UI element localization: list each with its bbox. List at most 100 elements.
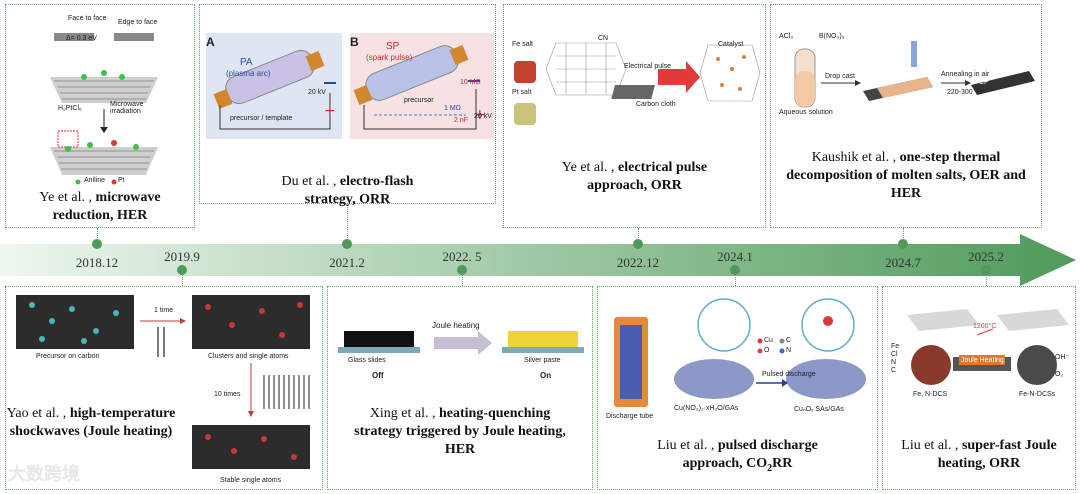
timeline-dot bbox=[898, 239, 908, 249]
timeline-arrow bbox=[0, 234, 1076, 286]
fig-label: 1 MΩ bbox=[444, 105, 461, 112]
fig-label: Stable single atoms bbox=[220, 477, 282, 484]
pulsed-discharge-figure bbox=[614, 298, 866, 407]
fig-label: precursor bbox=[404, 97, 434, 104]
fig-label: SP bbox=[386, 41, 400, 52]
graphene-figure bbox=[50, 33, 158, 185]
fig-label: Fe-N-DCSs bbox=[1019, 391, 1056, 398]
fig-label: Clusters and single atoms bbox=[208, 353, 289, 360]
fig-label: Pt salt bbox=[512, 89, 532, 96]
fig-label: O bbox=[764, 347, 770, 354]
fig-label: Drop cast bbox=[825, 73, 855, 80]
fig-label: B(NO₃)₃ bbox=[819, 33, 845, 40]
fig-label: Edge to face bbox=[118, 19, 158, 26]
fig-label: Joule heating bbox=[432, 321, 480, 330]
timeline-dot bbox=[457, 265, 467, 275]
fig-label: Discharge tube bbox=[606, 413, 654, 420]
fig-label: CuₙOₓ SAs/GAs bbox=[794, 406, 844, 413]
fig-label: 1 time bbox=[154, 307, 174, 314]
date-label: 2022. 5 bbox=[442, 249, 482, 264]
fig-label: CP bbox=[979, 79, 989, 86]
fig-label: Annealing in air bbox=[941, 71, 990, 78]
fig-label: Pulsed discharge bbox=[762, 371, 816, 378]
card-caption: Xing et al. , heating-quenching strategy… bbox=[354, 406, 566, 457]
fig-label: (plasma arc) bbox=[226, 69, 271, 78]
timeline-dot bbox=[981, 265, 991, 275]
date-label: 2019.9 bbox=[164, 249, 200, 264]
panel-label: A bbox=[206, 35, 215, 49]
fig-label: Electrical pulse bbox=[624, 63, 672, 70]
fig-label: CN bbox=[598, 35, 609, 42]
connector-line bbox=[182, 270, 183, 286]
fig-label: Precursor on carbon bbox=[36, 353, 100, 360]
fig-label: Face to face bbox=[68, 15, 107, 22]
watermark-logo: 大数跨境 bbox=[8, 464, 80, 485]
fig-label: OH⁻ bbox=[1055, 354, 1070, 361]
date-label: 2025.2 bbox=[968, 249, 1004, 264]
joule-heating-figure bbox=[338, 331, 584, 355]
fig-label: Pt bbox=[118, 177, 125, 184]
timeline-dot bbox=[342, 239, 352, 249]
fig-label: (spark pulse) bbox=[366, 53, 413, 62]
fig-label: 10 times bbox=[214, 391, 241, 398]
fig-label: On bbox=[540, 371, 552, 380]
card-caption: Kaushik et al. , one-step thermal decomp… bbox=[786, 150, 1026, 201]
fig-label: Δ= 0.3 eV bbox=[66, 35, 97, 42]
fig-label: 10 MΩ bbox=[460, 79, 481, 86]
fig-label: Catalyst bbox=[718, 41, 744, 48]
date-label: 2022.12 bbox=[616, 255, 660, 270]
fig-label: PA bbox=[240, 57, 253, 68]
card-caption: Du et al. , electro-flash strategy, ORR bbox=[281, 174, 414, 207]
date-label: 2024.1 bbox=[717, 249, 753, 264]
card-caption: Liu et al. , pulsed discharge approach, … bbox=[657, 438, 818, 474]
fig-label: Fe bbox=[891, 343, 900, 350]
fig-label: Aniline bbox=[84, 177, 106, 184]
fig-label: Glass slides bbox=[348, 357, 386, 364]
electrical-pulse-figure bbox=[514, 42, 761, 125]
superfast-joule-figure bbox=[907, 309, 1069, 385]
fig-label: Aqueous solution bbox=[779, 109, 833, 116]
fig-label: 20 kV bbox=[474, 113, 492, 120]
connector-line bbox=[638, 228, 639, 244]
fig-label: Cu bbox=[764, 337, 773, 344]
connector-line bbox=[462, 270, 463, 286]
timeline-dot bbox=[730, 265, 740, 275]
svg-text:+: + bbox=[474, 107, 486, 123]
fig-label: 1200°C bbox=[973, 323, 997, 330]
card-caption: Yao et al. , high-temperature shockwaves… bbox=[6, 406, 176, 439]
fig-label: C bbox=[891, 367, 897, 374]
fig-label: Cl bbox=[891, 351, 898, 358]
fig-label: CP bbox=[871, 81, 881, 88]
card-caption: Ye et al. , microwave reduction, HER bbox=[39, 190, 161, 223]
timeline-dot bbox=[177, 265, 187, 275]
milestone-card-yao-2019: Precursor on carbon 1 time Clusters and … bbox=[5, 286, 323, 490]
svg-text:+: + bbox=[324, 103, 336, 119]
fig-label: 2 nF bbox=[454, 117, 469, 124]
panel-label: B bbox=[350, 35, 359, 49]
fig-label: O₂ bbox=[1055, 371, 1064, 378]
date-label: 2024.7 bbox=[885, 255, 921, 270]
timeline-dot bbox=[92, 239, 102, 249]
connector-line bbox=[347, 204, 348, 244]
molten-salt-figure bbox=[794, 41, 1035, 108]
fig-label: N bbox=[891, 359, 897, 366]
fig-label: Cu(NO₃)₂·xH₂O/GAs bbox=[674, 405, 739, 412]
fig-label: Fe salt bbox=[512, 41, 534, 48]
connector-line bbox=[986, 270, 987, 286]
milestone-card-liu-2025: 1200°C Joule Heating Fe Cl N C Fe, N-DCS… bbox=[882, 286, 1076, 490]
fig-label: 20 kV bbox=[308, 89, 326, 96]
fig-label: precursor / template bbox=[230, 115, 293, 122]
electro-flash-figure: + + bbox=[206, 33, 494, 139]
fig-label: C bbox=[786, 337, 792, 344]
fig-label: ACl₃ bbox=[779, 33, 794, 40]
card-caption: Liu et al. , super-fast Joule heating, O… bbox=[901, 438, 1057, 471]
fig-label: Off bbox=[372, 371, 384, 380]
date-label: 2021.2 bbox=[329, 255, 365, 270]
milestone-card-xing-2022: Glass slides Joule heating Silver paste … bbox=[327, 286, 593, 490]
milestone-card-kaushik-2024: ACl₃ B(NO₃)₃ Aqueous solution Drop cast … bbox=[770, 4, 1042, 228]
card-caption: Ye et al. , electrical pulse approach, O… bbox=[561, 160, 708, 193]
connector-line bbox=[97, 228, 98, 244]
shockwave-figure bbox=[16, 295, 310, 469]
fig-label: 220-300 °C bbox=[947, 89, 983, 96]
fig-label: Silver paste bbox=[524, 357, 561, 364]
